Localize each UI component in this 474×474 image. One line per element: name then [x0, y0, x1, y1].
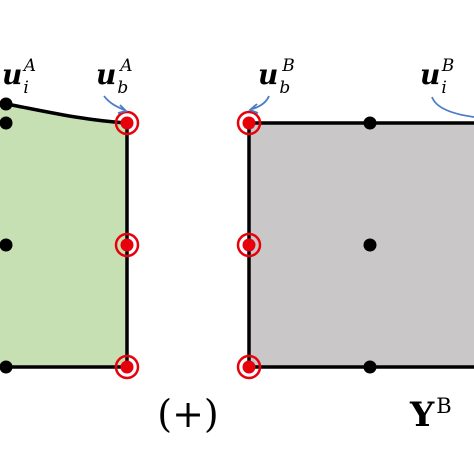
- interior-node: [363, 238, 377, 252]
- boundary-node: [236, 354, 262, 380]
- pointer-arrow-right-interior: [431, 96, 474, 118]
- label-right-boundary: ubB: [258, 56, 295, 98]
- boundary-node: [236, 110, 262, 136]
- boundary-node: [236, 232, 262, 258]
- boundary-node: [114, 232, 140, 258]
- interior-node: [0, 116, 13, 130]
- interior-node: [0, 97, 13, 111]
- assembly-operator: (+): [157, 392, 219, 436]
- label-left-boundary: ubA: [96, 56, 133, 98]
- label-left-interior: uiA: [2, 56, 36, 98]
- interior-node: [363, 360, 377, 374]
- pointer-arrow-right-boundary: [248, 95, 270, 114]
- substructure-a-region: [0, 100, 127, 367]
- interior-node: [363, 116, 377, 130]
- pointer-arrow-left-boundary: [103, 95, 128, 114]
- interior-node: [0, 360, 13, 374]
- substructure-b-region: [249, 123, 474, 367]
- label-domain-b: YB: [409, 394, 452, 435]
- label-right-interior: uiB: [420, 56, 454, 98]
- interior-node: [0, 238, 13, 252]
- boundary-node: [114, 354, 140, 380]
- boundary-node: [114, 110, 140, 136]
